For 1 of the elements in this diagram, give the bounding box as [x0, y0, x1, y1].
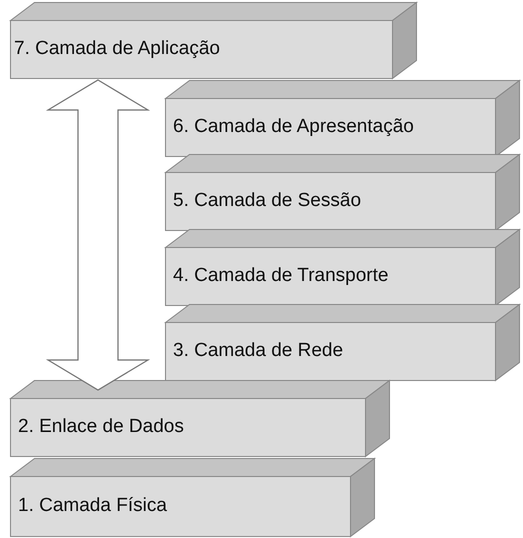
double-arrow — [46, 79, 150, 391]
